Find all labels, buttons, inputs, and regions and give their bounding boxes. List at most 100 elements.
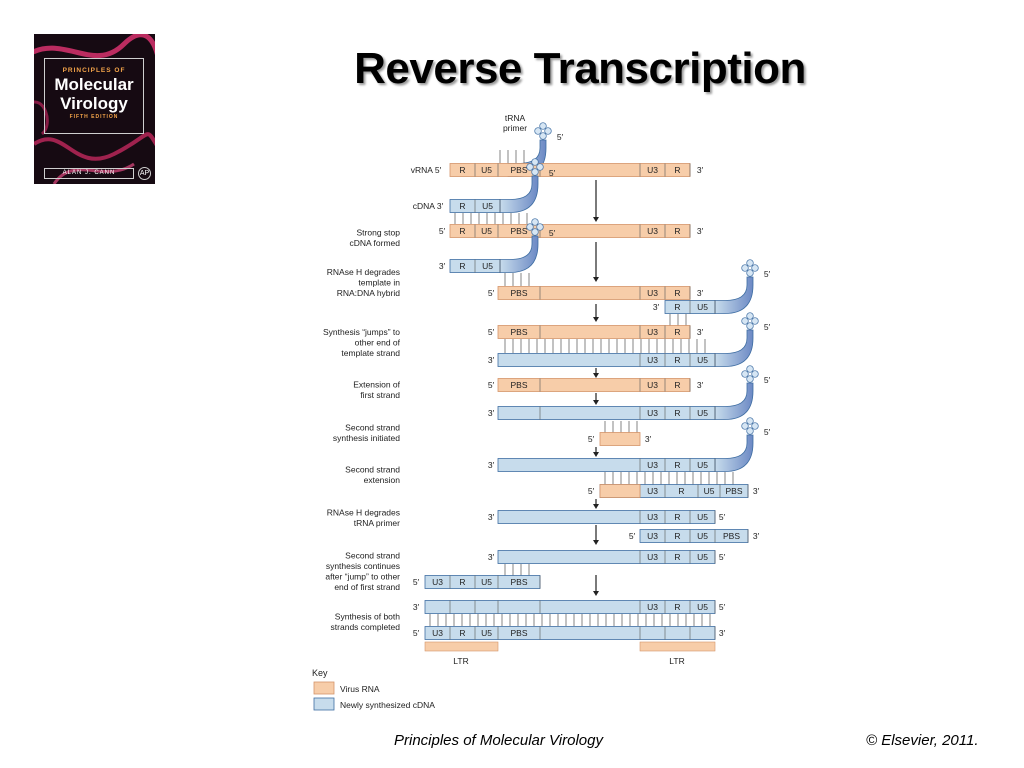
jump-tail [714,276,754,314]
label-continue-line-2: after “jump” to other [325,572,400,582]
primer-top-loop-1 [534,127,542,135]
footer-copyright: © Elsevier, 2011. [866,732,979,749]
primer-top-loop-2 [544,127,552,135]
rht-second-seg-2: U5 [697,531,708,541]
vrna-3prime: 3′ [697,165,704,175]
footer-book-title: Principles of Molecular Virology [394,732,603,749]
cont-cdna-seg-2: R [674,552,680,562]
rht-second-seg-1: R [674,531,680,541]
cdna-tail-loop-3 [531,168,539,176]
cdna-tail-loop-2 [536,163,544,171]
key-cdna-label: Newly synthesized cDNA [340,700,435,710]
label-jump-line-1: other end of [355,338,401,348]
arrow-1-head [593,217,599,222]
jump-tail-loop-3 [746,269,754,277]
sse-3: 3′ [488,460,495,470]
full-3b: 3′ [719,628,726,638]
arrow-7-head [593,504,599,509]
label-rnaseh-trna-line-0: RNAse H degrades [327,508,400,518]
rh-3b: 3′ [697,288,704,298]
vrna-strand-seg-4: U3 [647,165,658,175]
sse-cdna-seg-3: U5 [697,460,708,470]
full-5b: 5′ [413,628,420,638]
ltr-right-bar [639,641,716,652]
label-continue-line-0: Second strand [345,551,400,561]
rht-cdna-seg-3: U5 [697,512,708,522]
full-bottom [424,626,716,640]
ext-tail-loop-2 [751,317,759,325]
ext-tail [714,329,754,367]
cont-5b: 5′ [413,577,420,587]
ltr-left-bar [424,641,499,652]
label-ssext-line-0: Second strand [345,465,400,475]
book-cover: PRINCIPLES OF Molecular Virology FIFTH E… [34,34,155,184]
cdna-tail-5prime: 5′ [549,168,556,178]
sse-5: 5′ [588,486,595,496]
ssi-rna [599,432,641,446]
rht-5: 5′ [719,512,726,522]
cont-second-seg-1: R [459,577,465,587]
label-rnaseh-trna-line-1: tRNA primer [354,518,400,528]
arrow-2-head [593,277,599,282]
label-rnaseh-line-1: template in [358,278,400,288]
vrna-strand-seg-1: U5 [481,165,492,175]
jump-tail-5prime: 5′ [764,269,771,279]
cover-series: PRINCIPLES OF [62,67,126,74]
ext-tail-loop-3 [746,322,754,330]
cover-title-box: PRINCIPLES OF Molecular Virology FIFTH E… [44,58,144,134]
label-jump-line-2: template strand [341,348,400,358]
label-complete-line-0: Synthesis of both [335,612,400,622]
label-extension-line-0: Extension of [353,380,400,390]
jump-tail-loop-0 [746,259,754,267]
sse-cdna [497,458,716,472]
label-continue-line-1: synthesis continues [326,561,400,571]
ef-3: 3′ [697,380,704,390]
extf-tail-loop-1 [741,370,749,378]
arrow-6-head [593,452,599,457]
extf-rna-seg-0: PBS [510,380,527,390]
cdna-label: cDNA 3′ [413,201,444,211]
ext-tail-5prime: 5′ [764,322,771,332]
rht-cdna [497,510,716,524]
sse-second-seg-3: U5 [704,486,715,496]
ext-cdna-seg-3: U5 [697,355,708,365]
extf-cdna-seg-3: R [674,408,680,418]
ext-cdna-seg-2: R [674,355,680,365]
jump-tail-loop-2 [751,264,759,272]
key-heading: Key [312,668,328,678]
label-extension-line-1: first strand [360,390,400,400]
extf-tail [714,382,754,420]
sse-second-seg-2: R [678,486,684,496]
label-strongstop-line-1: cDNA formed [349,238,400,248]
key-rna-label: Virus RNA [340,684,380,694]
ext-3: 3′ [488,355,495,365]
jump-tail-loop-1 [741,264,749,272]
sse-second-seg-4: PBS [725,486,742,496]
sse-primer-rna [599,484,641,498]
full-bottom-seg-0: U3 [432,628,443,638]
cont-cdna [497,550,716,564]
cover-author: ALAN J. CANN [44,168,134,179]
jump-rna-seg-0: PBS [510,327,527,337]
full-top [424,600,716,614]
full-top-seg-5: U3 [647,602,658,612]
arrow-9-head [593,591,599,596]
sse-cdna-seg-2: R [674,460,680,470]
strongstop-rna-seg-1: U5 [481,226,492,236]
slide-title: Reverse Transcription [354,44,806,93]
full-bottom-seg-1: R [459,628,465,638]
cont-second-seg-2: U5 [481,577,492,587]
strongstop-rna-seg-5: R [674,226,680,236]
rnaseh-tail-loop-3 [531,228,539,236]
extf-rna-seg-3: R [674,380,680,390]
rht-second-seg-0: U3 [647,531,658,541]
ext-tail-loop-1 [741,317,749,325]
sse-second-seg-1: U3 [647,486,658,496]
publisher-logo: AP [138,167,151,180]
full-top-seg-6: R [674,602,680,612]
extf-cdna-seg-4: U5 [697,408,708,418]
label-rnaseh-line-2: RNA:DNA hybrid [337,288,401,298]
full-bottom-seg-3: PBS [510,628,527,638]
jump-cdna-seg-1: U5 [697,302,708,312]
